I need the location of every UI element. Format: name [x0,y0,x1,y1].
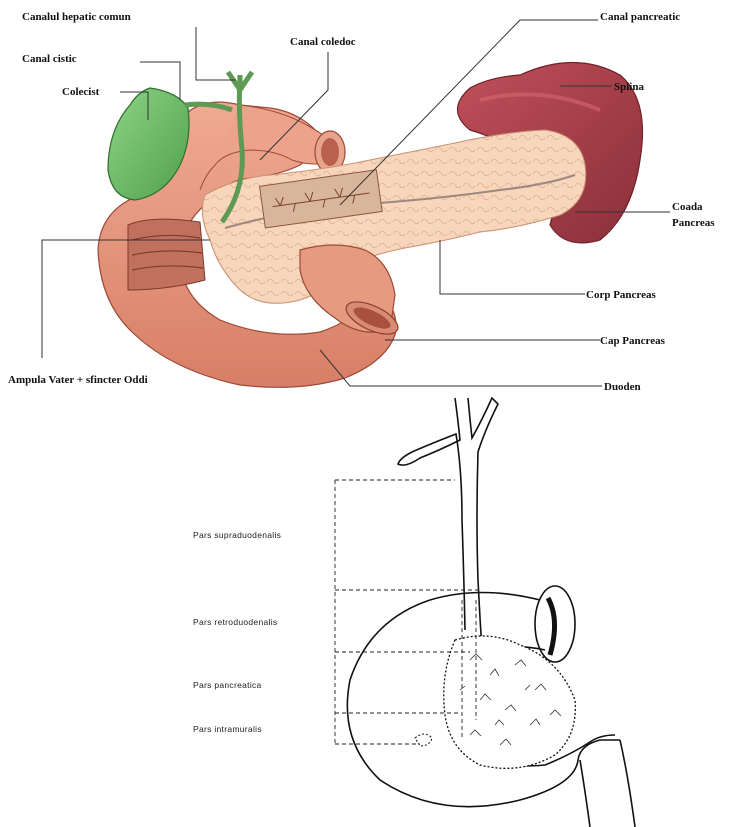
label-coada-2: Pancreas [672,217,715,229]
label-duoden: Duoden [604,381,641,393]
label-canal-hepatic: Canalul hepatic comun [22,11,131,23]
label-pars-supra: Pars supraduodenalis [193,530,281,540]
label-ampula: Ampula Vater + sfincter Oddi [8,374,148,386]
top-anatomy-illustration [98,63,643,388]
bottom-labels: Pars supraduodenalis Pars retroduodenali… [193,530,281,734]
label-canal-coledoc: Canal coledoc [290,36,356,48]
bottom-pancreas [415,636,575,768]
label-canal-pancreatic: Canal pancreatic [600,11,680,23]
label-canal-cistic: Canal cistic [22,53,77,65]
ampulla-region [128,219,205,290]
label-colecist: Colecist [62,86,100,98]
label-pars-pancr: Pars pancreatica [193,680,262,690]
label-pars-intra: Pars intramuralis [193,724,262,734]
label-corp-pancreas: Corp Pancreas [586,289,656,301]
label-splina: Splina [614,81,644,93]
label-pars-retro: Pars retroduodenalis [193,617,277,627]
label-coada-1: Coada [672,201,703,213]
label-cap-pancreas: Cap Pancreas [600,335,666,347]
